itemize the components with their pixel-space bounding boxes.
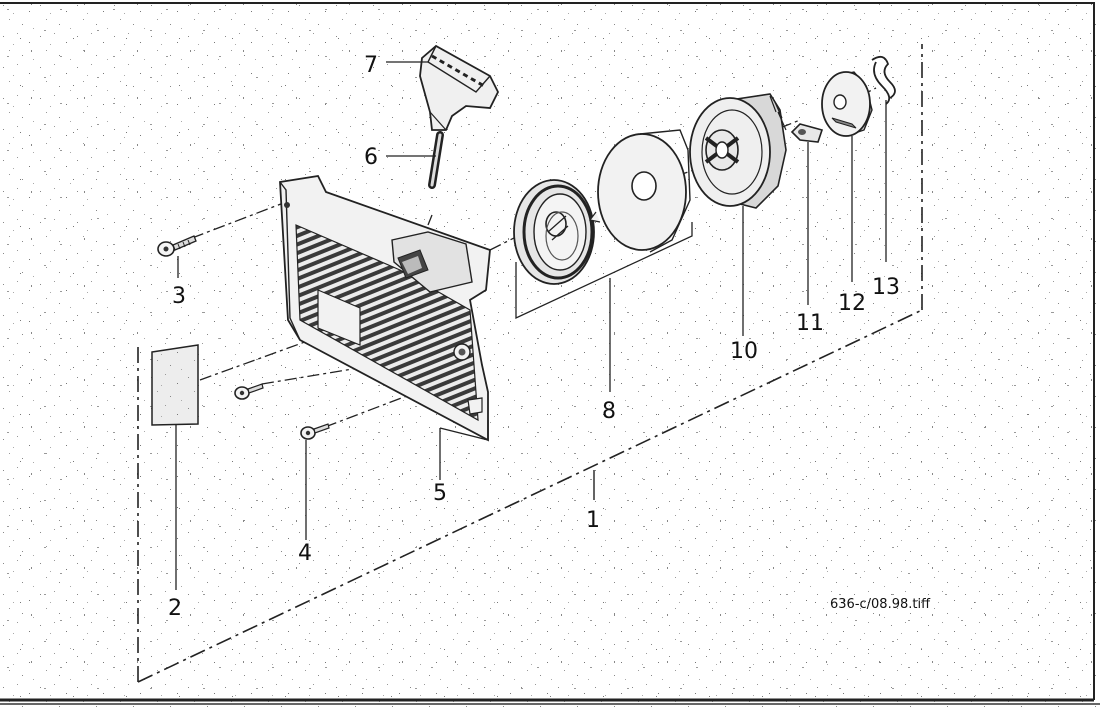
callout-6: 6	[364, 145, 378, 170]
part-5-starter-housing	[279, 175, 491, 442]
part-8-spring-cassette	[513, 179, 595, 285]
callout-10: 10	[730, 339, 758, 364]
image-filename: 636-c/08.98.tiff	[830, 597, 931, 612]
callout-5: 5	[433, 481, 447, 506]
part-6-starter-rope	[428, 131, 444, 189]
callout-1: 1	[586, 508, 600, 533]
assembly-bracket-1	[137, 44, 923, 683]
callout-11: 11	[796, 311, 824, 336]
callout-8: 8	[602, 399, 616, 424]
part-4-screw-upper	[234, 383, 264, 400]
frame-top-right	[0, 2, 1095, 700]
part-4-screw-lower	[300, 423, 330, 440]
part-12-cover-disc	[821, 71, 873, 137]
part-3-screw	[157, 235, 197, 257]
part-8-cassette-cover	[588, 129, 691, 253]
callout-13: 13	[872, 275, 900, 300]
part-11-pawl	[790, 123, 824, 143]
part-2-label-sticker	[151, 344, 199, 426]
part-7-starter-handle	[419, 44, 500, 131]
part-10-rope-pulley	[689, 93, 787, 209]
callout-12: 12	[838, 291, 866, 316]
callout-2: 2	[168, 596, 182, 621]
part-13-spring-clip	[871, 55, 896, 105]
callout-7: 7	[364, 53, 378, 78]
callout-4: 4	[298, 541, 312, 566]
callout-3: 3	[172, 284, 186, 309]
bracket-8	[515, 222, 693, 392]
